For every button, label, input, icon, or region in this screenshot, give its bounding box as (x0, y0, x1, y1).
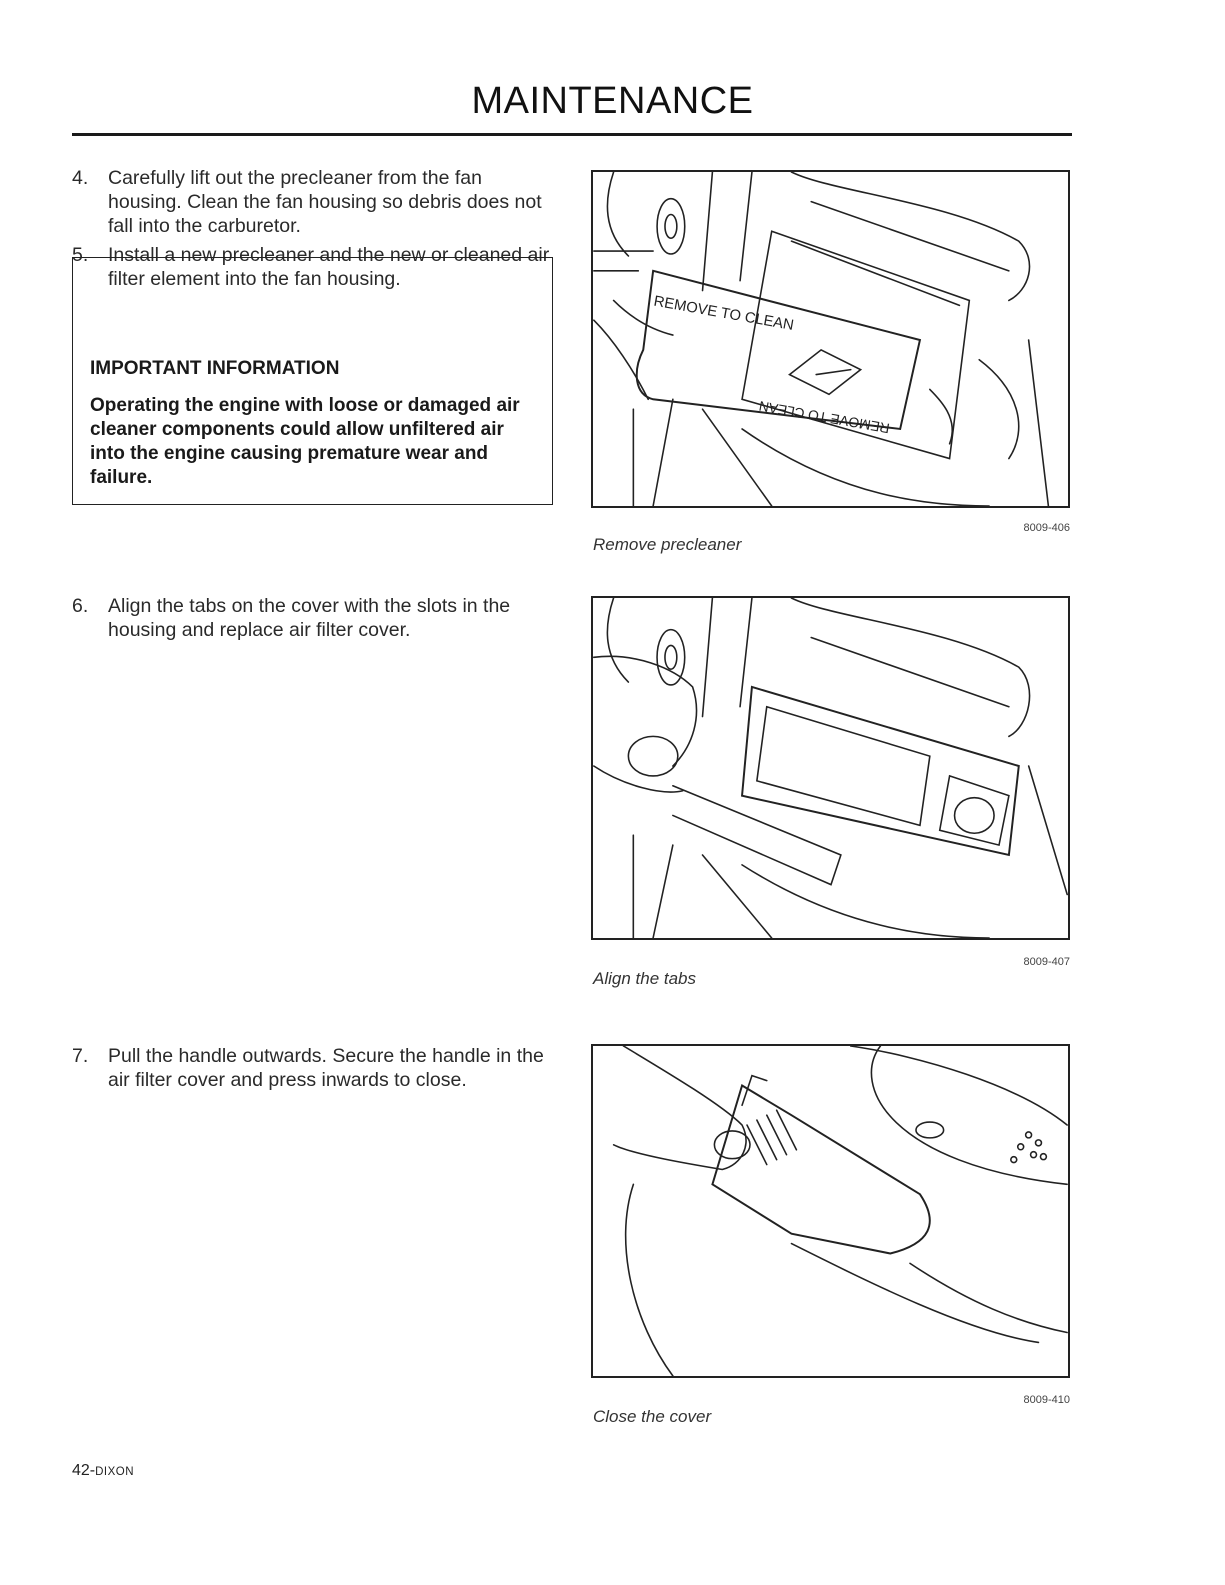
precleaner-illustration: REMOVE TO CLEAN REMOVE TO CLEAN (593, 172, 1050, 506)
figure-caption: Close the cover (593, 1407, 712, 1426)
step-4: 4. Carefully lift out the precleaner fro… (72, 166, 552, 238)
step-number: 5. (72, 244, 89, 266)
step-7: 7. Pull the handle outwards. Secure the … (72, 1044, 552, 1092)
cover-handle-illustration (612, 1046, 1068, 1376)
figure-caption: Remove precleaner (593, 535, 742, 554)
notice-body: Operating the engine with loose or damag… (90, 395, 520, 488)
step-text: Install a new precleaner and the new or … (108, 244, 550, 290)
page-title: MAINTENANCE (471, 80, 754, 122)
step-number: 6. (72, 595, 89, 617)
step-number: 4. (72, 167, 89, 189)
figure-code: 8009-407 (1023, 956, 1071, 968)
figure-label-front: REMOVE TO CLEAN (652, 294, 794, 334)
page-footer: 42-DIXON (72, 1462, 134, 1480)
brand-name: DIXON (95, 1466, 135, 1478)
step-text: Carefully lift out the precleaner from t… (108, 167, 542, 237)
filter-cover-illustration (593, 598, 1068, 938)
notice-heading: IMPORTANT INFORMATION (90, 358, 340, 379)
figure-align-tabs (591, 596, 1070, 940)
figure-code: 8009-406 (1023, 522, 1071, 534)
figure-label-back: REMOVE TO CLEAN (758, 398, 891, 437)
step-5: 5. Install a new precleaner and the new … (72, 243, 552, 291)
figure-close-cover (591, 1044, 1070, 1378)
figure-caption: Align the tabs (593, 969, 697, 988)
step-text: Pull the handle outwards. Secure the han… (108, 1045, 544, 1091)
important-information-box (72, 257, 553, 505)
title-divider (72, 133, 1072, 136)
step-6: 6. Align the tabs on the cover with the … (72, 594, 552, 642)
figure-remove-precleaner: REMOVE TO CLEAN REMOVE TO CLEAN (591, 170, 1070, 508)
page-number: 42- (72, 1462, 96, 1479)
step-number: 7. (72, 1045, 89, 1067)
figure-code: 8009-410 (1023, 1394, 1071, 1406)
step-text: Align the tabs on the cover with the slo… (108, 595, 511, 641)
